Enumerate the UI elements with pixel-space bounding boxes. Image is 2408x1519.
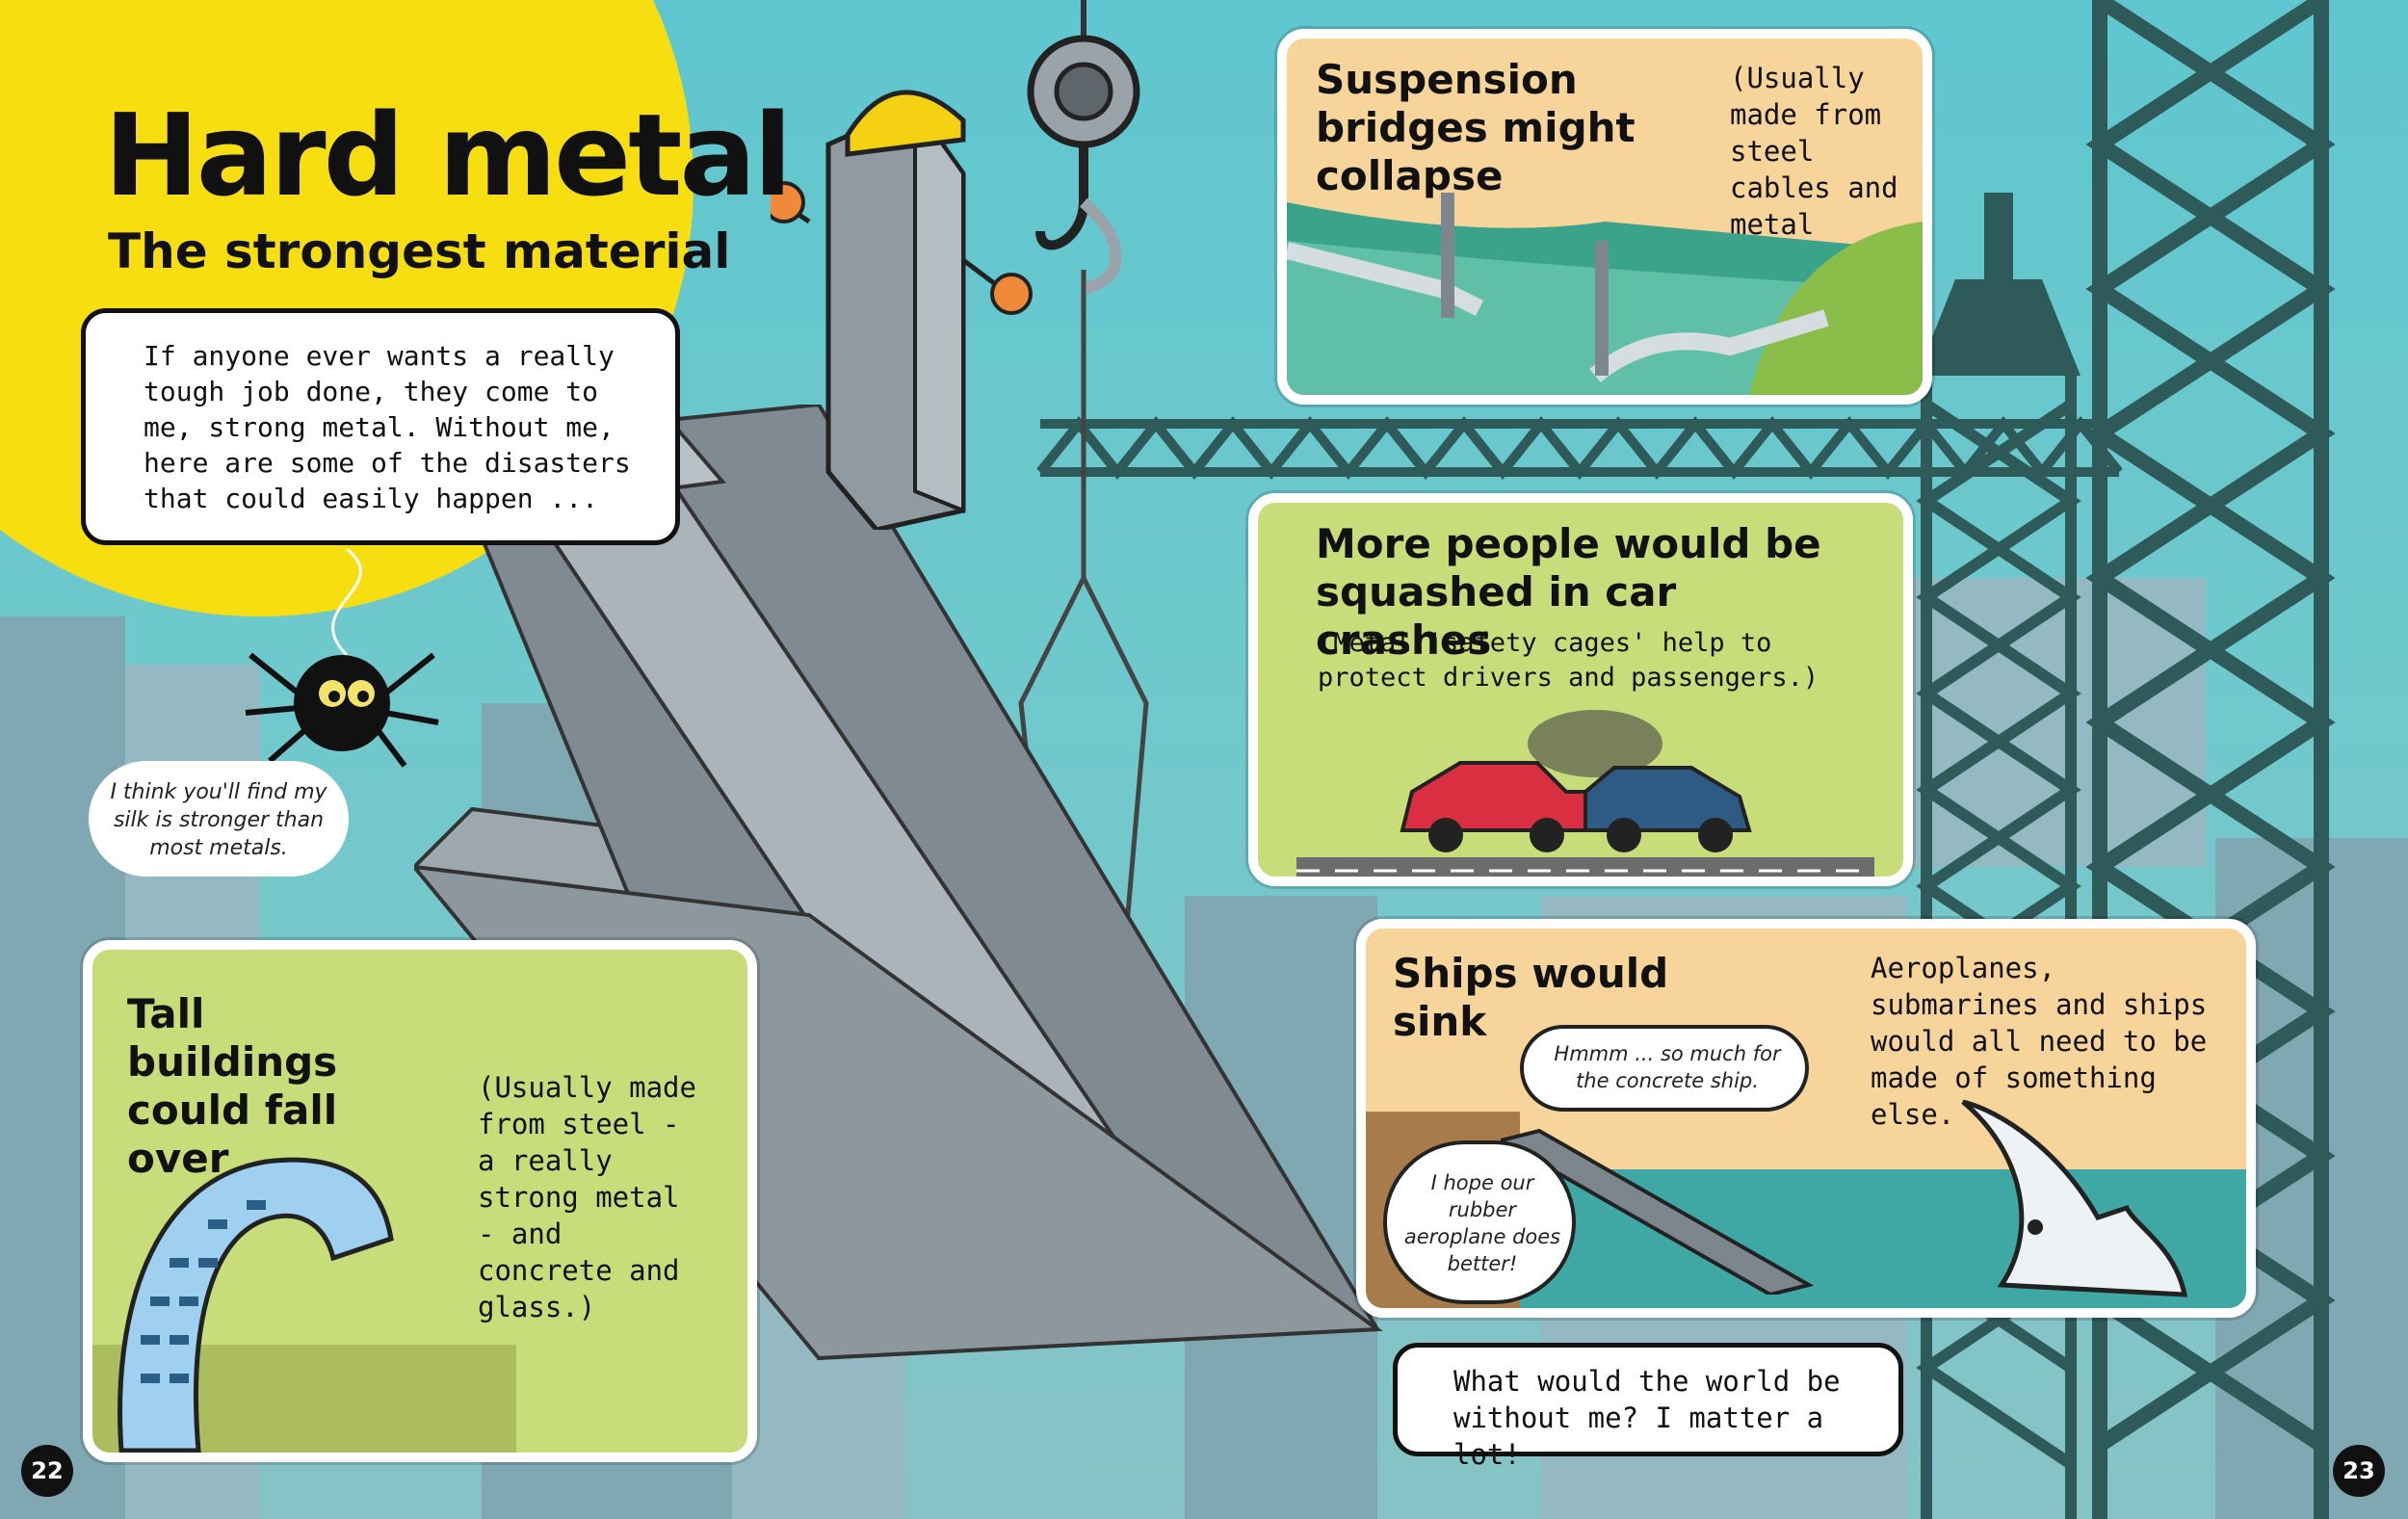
page-subtitle: The strongest material <box>108 223 731 279</box>
page-number-right: 23 <box>2333 1445 2385 1497</box>
spider-speech-bubble: I think you'll find my silk is stronger … <box>89 761 349 877</box>
metal-beam-character <box>771 90 1033 530</box>
spider-icon <box>245 549 439 768</box>
rubber-aeroplane-bubble-text: I hope our rubber aeroplane does better! <box>1403 1171 1561 1275</box>
buildings-note: (Usually made from steel - a really stro… <box>478 1071 696 1323</box>
bridge-icon <box>1287 193 1923 395</box>
cars-note: (Metal 'safety cages' help to protect dr… <box>1318 628 1819 693</box>
concrete-ship-bubble-text: Hmmm ... so much for the concrete ship. <box>1554 1042 1781 1092</box>
cars-heading: More people would be squashed in car cra… <box>1316 520 1821 664</box>
spider-bubble-text: I think you'll find my silk is stronger … <box>110 780 327 860</box>
buildings-heading: Tall buildings could fall over <box>127 990 338 1182</box>
intro-bubble-text: If anyone ever wants a really tough job … <box>144 340 631 514</box>
ship-icon <box>1961 1099 2188 1297</box>
closing-speech-bubble: What would the world be without me? I ma… <box>1393 1343 1903 1471</box>
bridges-heading: Suspension bridges might collapse <box>1316 56 1636 199</box>
ships-note: Aeroplanes, submarines and ships would a… <box>1871 952 2208 1131</box>
intro-speech-bubble: If anyone ever wants a really tough job … <box>81 308 680 545</box>
bridges-panel: Suspension bridges might collapse (Usual… <box>1277 29 1932 405</box>
ships-heading: Ships would sink <box>1393 950 1669 1045</box>
car-icon <box>1296 710 1874 877</box>
background-building <box>1888 578 2206 867</box>
concrete-ship-bubble: Hmmm ... so much for the concrete ship. <box>1520 1025 1809 1112</box>
rubber-aeroplane-bubble: I hope our rubber aeroplane does better! <box>1383 1140 1576 1304</box>
hard-hat-icon <box>845 90 966 157</box>
buildings-panel: Tall buildings could fall over (Usually … <box>83 940 757 1462</box>
closing-bubble-text: What would the world be without me? I ma… <box>1453 1365 1841 1471</box>
page-title: Hard metal <box>104 89 793 222</box>
cars-panel: More people would be squashed in car cra… <box>1248 493 1913 886</box>
page-number-left: 22 <box>21 1445 73 1497</box>
collapsed-bridge-icon <box>1501 1128 1815 1295</box>
bent-building-icon <box>92 1157 516 1453</box>
ships-panel: Ships would sink Aeroplanes, submarines … <box>1356 919 2256 1318</box>
